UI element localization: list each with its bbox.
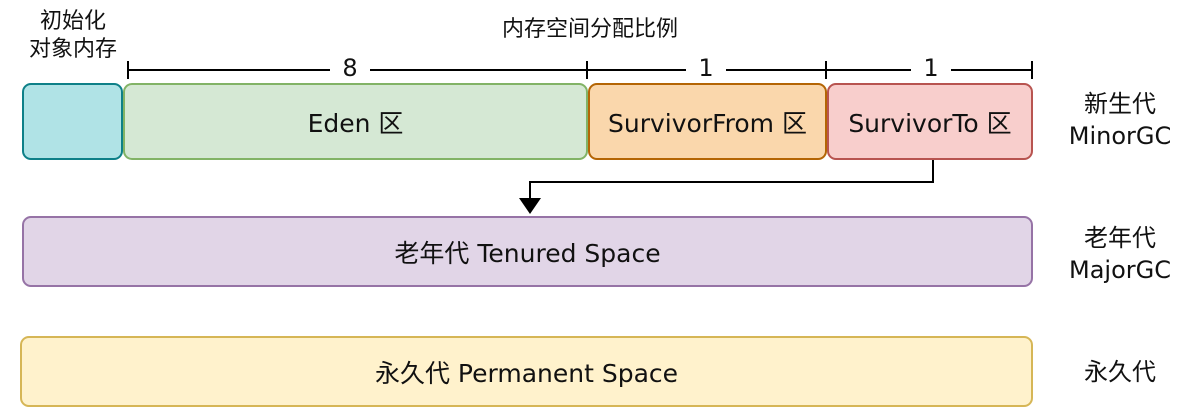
init-label-line2: 对象内存 <box>28 37 117 62</box>
survivor-from-space: SurvivorFrom 区 <box>588 83 827 160</box>
old-gen-name: 老年代 <box>1084 224 1156 252</box>
promotion-arrowhead <box>519 198 541 214</box>
init-object-memory-label: 初始化 对象内存 <box>18 8 128 64</box>
minor-gc-label: MinorGC <box>1068 122 1172 150</box>
permanent-generation-label: 永久代 <box>1084 358 1156 386</box>
survivor-to-space: SurvivorTo 区 <box>827 83 1033 160</box>
promotion-connector <box>529 160 934 202</box>
tenured-space: 老年代 Tenured Space <box>22 216 1033 287</box>
ratio-survivor-from: 1 <box>686 54 726 82</box>
permanent-space: 永久代 Permanent Space <box>20 336 1033 407</box>
major-gc-label: MajorGC <box>1069 256 1171 284</box>
ratio-title: 内存空间分配比例 <box>501 17 678 42</box>
young-gen-name: 新生代 <box>1084 90 1156 118</box>
young-generation-label: 新生代 MinorGC <box>1060 88 1180 152</box>
ratio-survivor-to: 1 <box>911 54 951 82</box>
eden-space: Eden 区 <box>123 83 588 160</box>
init-label-line1: 初始化 <box>39 9 106 34</box>
init-memory-box <box>22 83 123 160</box>
ratio-eden: 8 <box>330 54 370 82</box>
old-generation-label: 老年代 MajorGC <box>1060 222 1180 286</box>
